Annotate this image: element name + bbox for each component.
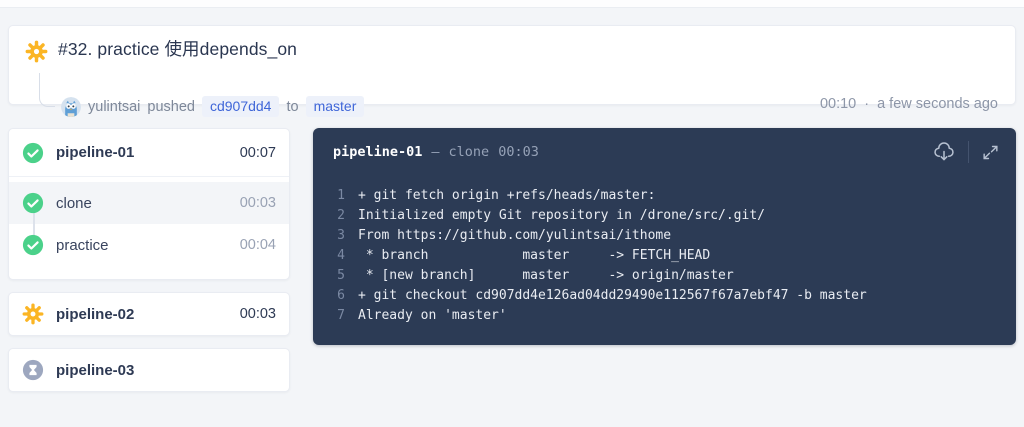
- log-line: 3 From https://github.com/yulintsai/itho…: [329, 226, 1004, 246]
- step-time: 00:04: [239, 237, 276, 253]
- step-connector-line: [33, 199, 35, 245]
- pipeline-label: pipeline-02: [56, 305, 135, 323]
- log-step-name: clone: [448, 144, 490, 160]
- sidebar-item-step-clone[interactable]: clone 00:03: [9, 182, 289, 224]
- pipeline-time: 00:03: [239, 306, 276, 322]
- actions-divider: [968, 141, 969, 163]
- avatar: [61, 96, 81, 117]
- log-line-text: * [new branch] master -> origin/master: [358, 268, 734, 283]
- build-duration: 00:10: [819, 96, 857, 112]
- expand-icon[interactable]: [981, 143, 1000, 162]
- pipeline-label: pipeline-03: [56, 361, 135, 379]
- log-step-time: 00:03: [498, 144, 539, 160]
- running-gear-icon: [25, 40, 48, 63]
- log-panel: pipeline-01 — clone 00:03 1 + git fetch …: [313, 128, 1016, 345]
- log-line: 6 + git checkout cd907dd4e126ad04dd29490…: [329, 286, 1004, 306]
- log-line-text: From https://github.com/yulintsai/ithome: [358, 228, 672, 243]
- log-panel-title: pipeline-01 — clone 00:03: [333, 144, 539, 160]
- log-line-number: 4: [337, 248, 345, 263]
- hourglass-circle-icon: [22, 359, 44, 381]
- author-name: yulintsai: [88, 98, 141, 115]
- log-title-dash: —: [431, 144, 440, 160]
- check-circle-icon: [21, 191, 45, 215]
- connector-elbow: [39, 73, 55, 107]
- log-line-number: 6: [337, 288, 345, 303]
- navbar-bottom-edge: [0, 0, 1024, 8]
- log-line: 7 Already on 'master': [329, 306, 1004, 326]
- log-line-number: 1: [337, 188, 345, 203]
- build-meta: 00:10 · a few seconds ago: [820, 96, 998, 112]
- log-lines: 1 + git fetch origin +refs/heads/master:…: [329, 186, 1004, 326]
- build-header-card: #32. practice 使用depends_on yulintsai pus…: [8, 25, 1016, 117]
- log-line: 5 * [new branch] master -> origin/master: [329, 266, 1004, 286]
- sidebar-item-pipeline-01[interactable]: pipeline-01 00:07: [9, 129, 289, 176]
- log-line-text: + git checkout cd907dd4e126ad04dd29490e1…: [358, 288, 867, 303]
- pipeline-02-card: pipeline-02 00:03: [8, 292, 290, 336]
- pipeline-01-card: pipeline-01 00:07 clone 00:03 practice 0…: [8, 128, 290, 280]
- log-line-number: 2: [337, 208, 345, 223]
- commit-row: yulintsai pushed cd907dd4 to master: [61, 94, 365, 119]
- running-gear-icon: [22, 303, 44, 325]
- steps-list: clone 00:03 practice 00:04: [9, 177, 289, 266]
- to-label: to: [286, 98, 299, 115]
- meta-separator: ·: [864, 96, 870, 112]
- pipeline-03-card: pipeline-03: [8, 348, 290, 392]
- step-label: practice: [56, 236, 109, 254]
- commit-sha-chip[interactable]: cd907dd4: [201, 96, 280, 117]
- log-line-text: Initialized empty Git repository in /dro…: [358, 208, 765, 223]
- log-line-number: 3: [337, 228, 345, 243]
- log-line-text: * branch master -> FETCH_HEAD: [358, 248, 711, 263]
- pipeline-label: pipeline-01: [56, 144, 135, 161]
- log-line: 4 * branch master -> FETCH_HEAD: [329, 246, 1004, 266]
- log-pipeline-name: pipeline-01: [333, 144, 423, 160]
- action-label: pushed: [147, 98, 195, 115]
- pipeline-time: 00:07: [239, 144, 276, 161]
- step-time: 00:03: [239, 195, 276, 211]
- check-circle-icon: [21, 141, 45, 164]
- check-circle-icon: [21, 233, 45, 257]
- step-label: clone: [56, 194, 92, 212]
- log-line-number: 7: [337, 308, 345, 323]
- log-line-text: + git fetch origin +refs/heads/master:: [358, 188, 656, 203]
- log-line: 2 Initialized empty Git repository in /d…: [329, 206, 1004, 226]
- cloud-download-icon[interactable]: [932, 140, 956, 164]
- build-relative-time: a few seconds ago: [877, 96, 998, 112]
- log-panel-actions: [932, 140, 1000, 164]
- sidebar-item-step-practice[interactable]: practice 00:04: [9, 224, 289, 266]
- sidebar-item-pipeline-02[interactable]: pipeline-02 00:03: [9, 293, 289, 335]
- build-title: #32. practice 使用depends_on: [58, 39, 298, 59]
- sidebar-item-pipeline-03[interactable]: pipeline-03: [9, 349, 289, 391]
- log-line-text: Already on 'master': [358, 308, 507, 323]
- log-line: 1 + git fetch origin +refs/heads/master:: [329, 186, 1004, 206]
- log-line-number: 5: [337, 268, 345, 283]
- branch-chip[interactable]: master: [305, 96, 365, 117]
- divider: [9, 176, 289, 177]
